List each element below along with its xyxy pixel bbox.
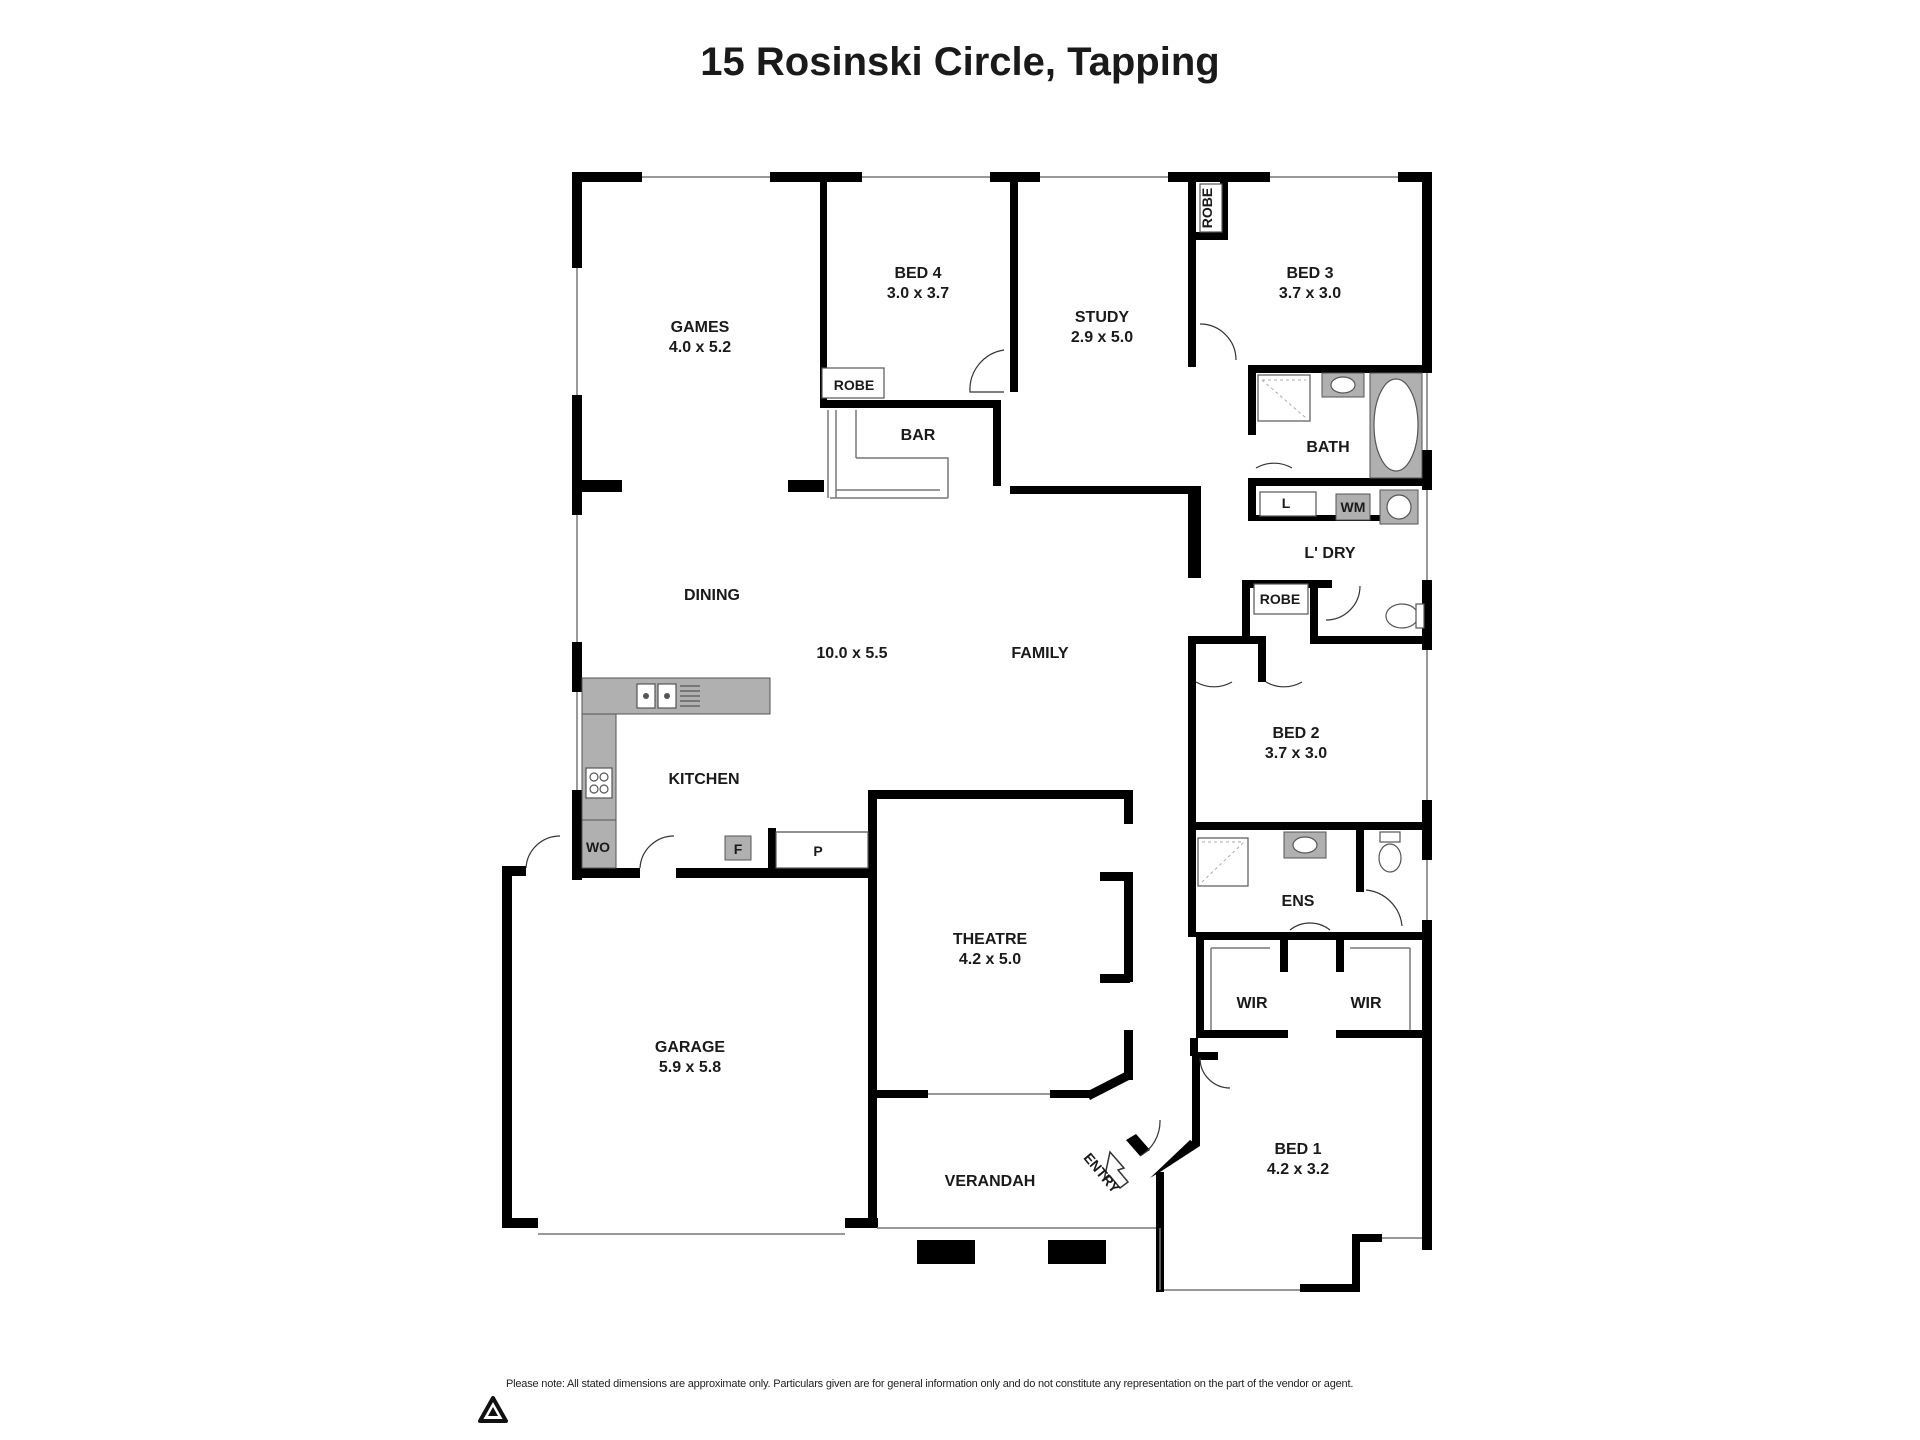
garage-dims: 5.9 x 5.8 [659,1059,721,1076]
bed3-dims: 3.7 x 3.0 [1279,285,1341,302]
bed4-dims: 3.0 x 3.7 [887,285,949,302]
bar-label: BAR [901,427,936,444]
entry-arrow-icon [1102,1150,1130,1190]
disclaimer-text: Please note: All stated dimensions are a… [506,1378,1354,1390]
robe-bed4-label: ROBE [834,377,874,393]
wo-label: WO [586,839,610,855]
fridge-label: F [734,841,743,857]
recycle-triangle-icon [478,1396,508,1423]
study-name: STUDY [1075,309,1130,326]
theatre-name: THEATRE [953,931,1028,948]
bed1-dims: 4.2 x 3.2 [1267,1161,1329,1178]
bed2-dims: 3.7 x 3.0 [1265,745,1327,762]
robe-bed3-label: ROBE [1199,188,1215,228]
family-label: FAMILY [1011,645,1069,662]
bed2-name: BED 2 [1272,725,1319,742]
bath-fixtures [821,183,1425,887]
dining-label: DINING [684,587,740,604]
doors [525,323,1403,1157]
theatre-dims: 4.2 x 5.0 [959,951,1021,968]
bed4-name: BED 4 [894,265,941,282]
bed1-name: BED 1 [1274,1141,1321,1158]
games-dims: 4.0 x 5.2 [669,339,731,356]
walls [502,172,1432,1292]
garage-name: GARAGE [655,1039,726,1056]
wm-label: WM [1341,499,1366,515]
bath-label: BATH [1306,439,1349,456]
linen-label: L [1282,495,1291,511]
laundry-label: L' DRY [1304,545,1356,562]
page-title: 15 Rosinski Circle, Tapping [700,40,1220,84]
pantry-label: P [813,843,822,859]
study-dims: 2.9 x 5.0 [1071,329,1133,346]
ens-label: ENS [1282,893,1315,910]
verandah-label: VERANDAH [945,1173,1036,1190]
wir-left-label: WIR [1236,995,1268,1012]
kitchen-counters [581,677,869,869]
living-dims: 10.0 x 5.5 [816,645,887,662]
wir-right-label: WIR [1350,995,1382,1012]
bar-counter [827,410,949,499]
bed3-name: BED 3 [1286,265,1333,282]
robe-bed2-label: ROBE [1260,591,1300,607]
kitchen-label: KITCHEN [668,771,739,788]
games-name: GAMES [671,319,730,336]
